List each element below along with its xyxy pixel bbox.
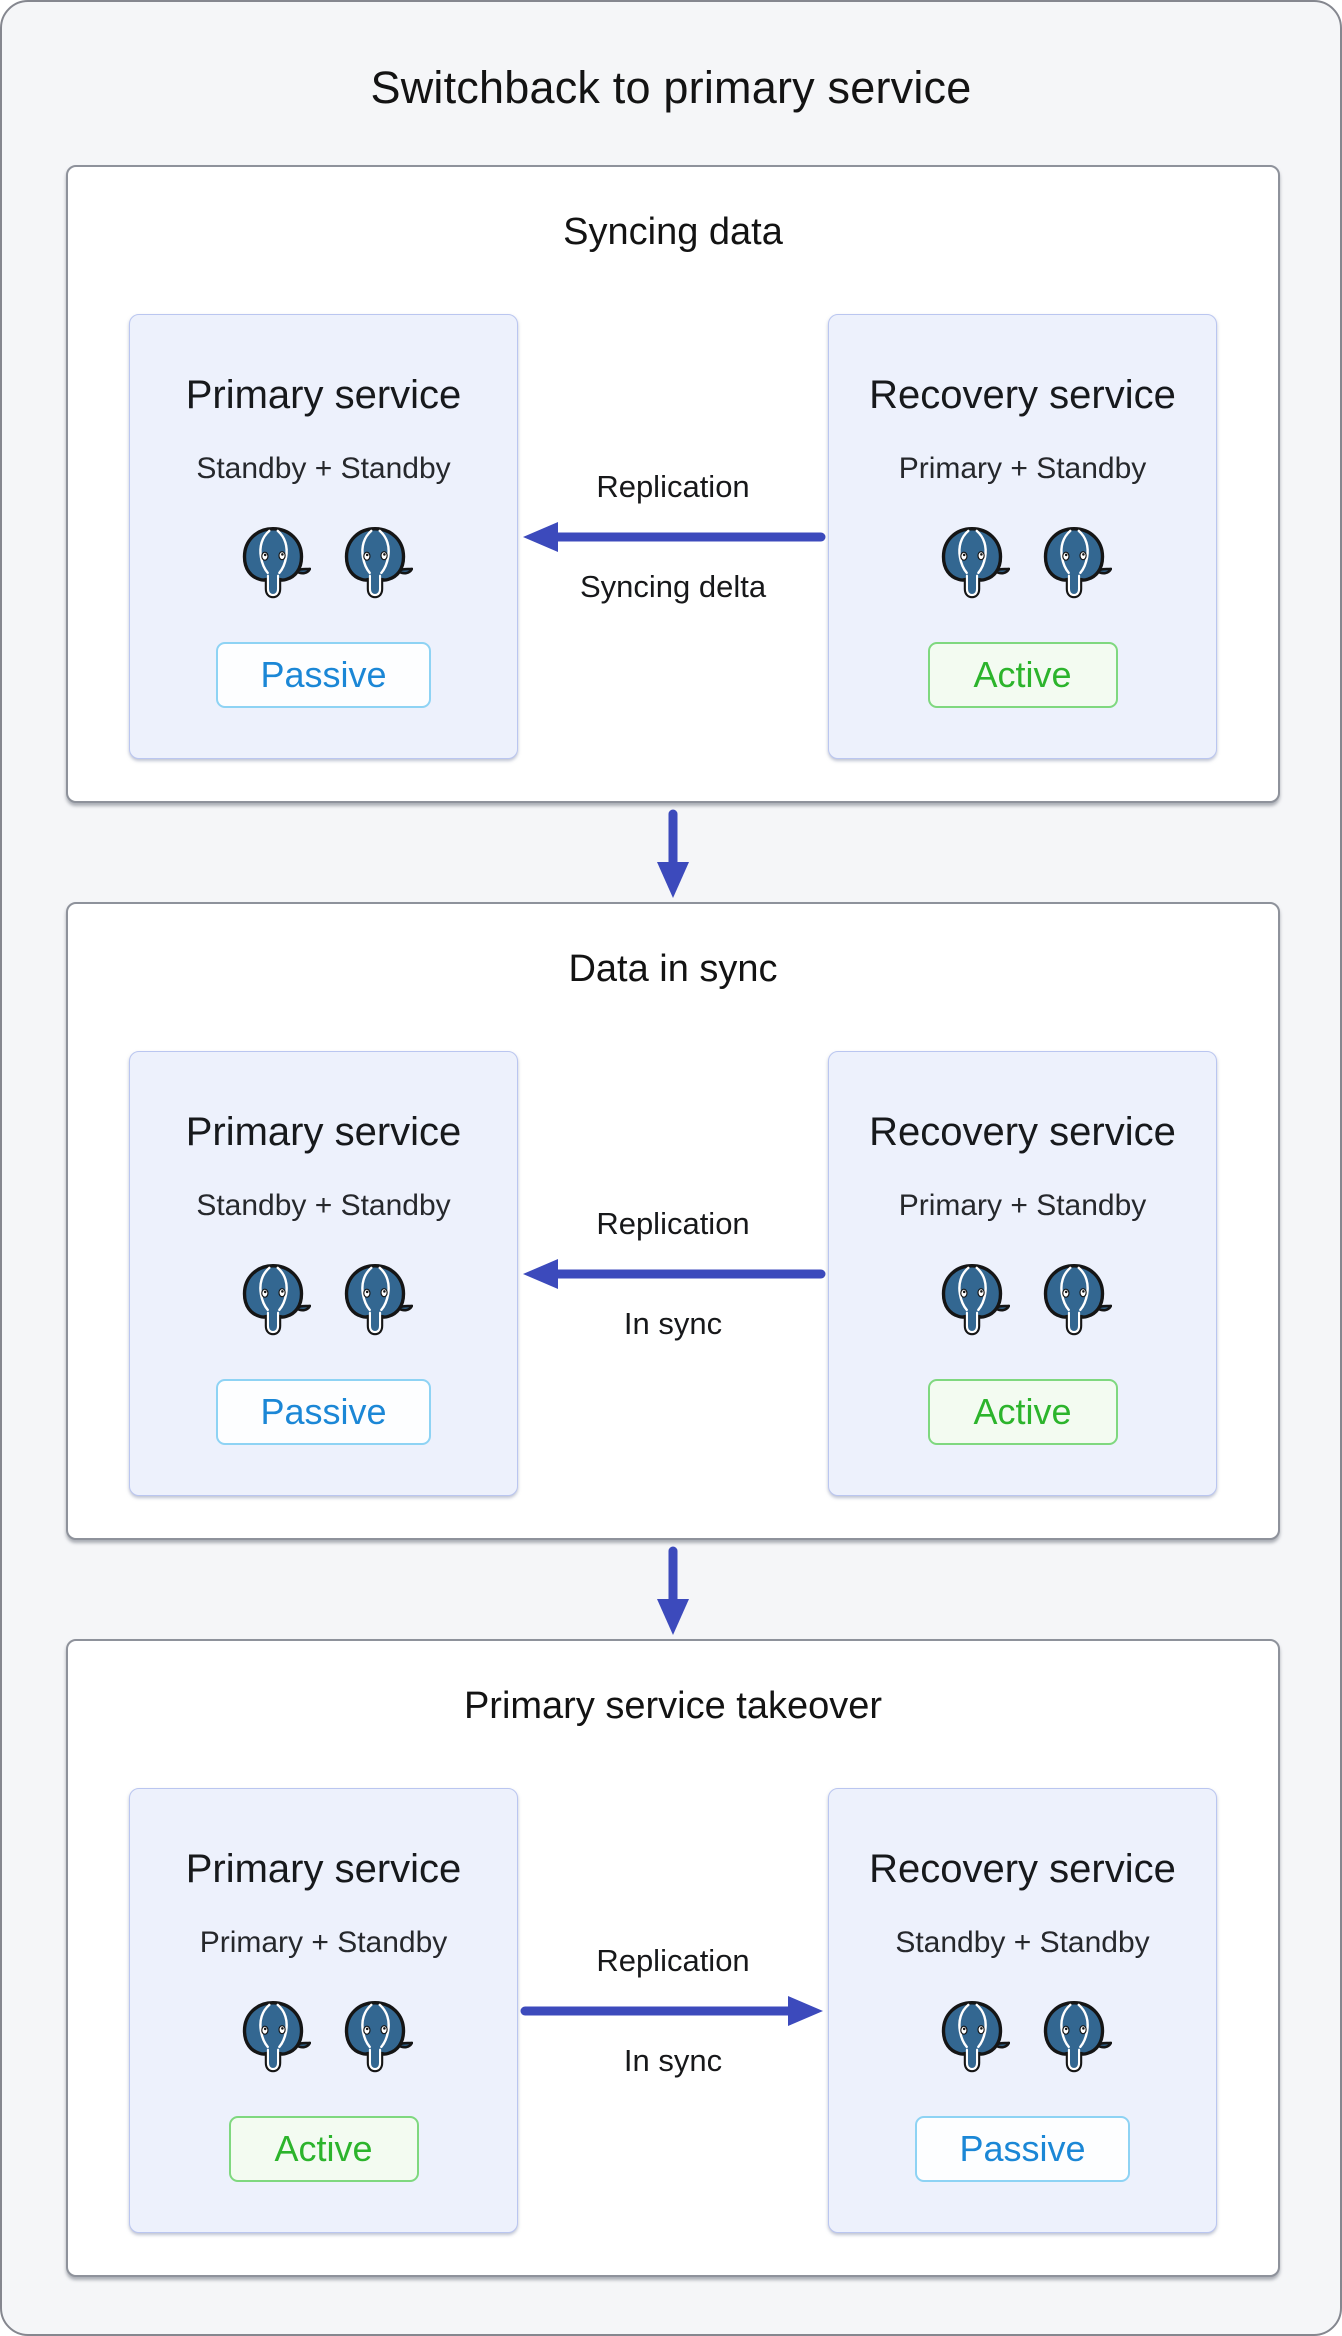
recovery-service-box: Recovery service Primary + Standby Activ…: [828, 1051, 1217, 1496]
replication-arrow-icon: [518, 521, 828, 553]
postgresql-elephant-icon: [242, 1264, 311, 1336]
postgresql-elephant-icon: [941, 2001, 1010, 2073]
database-icons: [934, 1998, 1112, 2074]
service-subtitle: Standby + Standby: [196, 452, 451, 485]
next-stage-arrow-icon: [656, 1545, 690, 1637]
postgresql-elephant-icon: [344, 527, 413, 599]
service-title: Recovery service: [869, 373, 1176, 417]
postgresql-elephant-icon: [1043, 2001, 1112, 2073]
primary-service-box: Primary service Primary + Standby Active: [129, 1788, 518, 2233]
database-icons: [934, 1261, 1112, 1337]
database-icons: [235, 524, 413, 600]
recovery-service-box: Recovery service Primary + Standby Activ…: [828, 314, 1217, 759]
service-subtitle: Standby + Standby: [196, 1189, 451, 1222]
database-icons: [235, 1261, 413, 1337]
primary-service-box: Primary service Standby + Standby Passiv…: [129, 314, 518, 759]
service-title: Primary service: [185, 1847, 462, 1891]
service-title: Recovery service: [869, 1847, 1176, 1891]
arrow-label-top: Replication: [596, 1205, 750, 1241]
stage-panel-syncing-data: Syncing data Primary service Standby + S…: [66, 165, 1280, 803]
service-subtitle: Standby + Standby: [895, 1926, 1150, 1959]
postgresql-elephant-icon: [344, 1264, 413, 1336]
service-title: Recovery service: [869, 1110, 1176, 1154]
postgresql-elephant-icon: [242, 2001, 311, 2073]
service-subtitle: Primary + Standby: [199, 1926, 448, 1959]
stage-panel-primary-takeover: Primary service takeover Primary service…: [66, 1639, 1280, 2277]
database-icons: [235, 1998, 413, 2074]
stage-panel-data-in-sync: Data in sync Primary service Standby + S…: [66, 902, 1280, 1540]
replication-arrow-icon: [518, 1258, 828, 1290]
next-stage-arrow-icon: [656, 808, 690, 900]
postgresql-elephant-icon: [1043, 1264, 1112, 1336]
status-badge: Active: [228, 2116, 419, 2182]
arrow-label-bottom: In sync: [623, 2042, 723, 2078]
postgresql-elephant-icon: [344, 2001, 413, 2073]
status-badge: Passive: [216, 1379, 431, 1445]
arrow-label-bottom: In sync: [623, 1305, 723, 1341]
service-subtitle: Primary + Standby: [898, 1189, 1147, 1222]
postgresql-elephant-icon: [941, 1264, 1010, 1336]
primary-service-box: Primary service Standby + Standby Passiv…: [129, 1051, 518, 1496]
replication-arrow-group: Replication Syncing delta: [518, 314, 828, 759]
replication-arrow-group: Replication In sync: [518, 1051, 828, 1496]
stage-header: Primary service takeover: [463, 1685, 883, 1727]
status-badge: Active: [927, 1379, 1118, 1445]
recovery-service-box: Recovery service Standby + Standby Passi…: [828, 1788, 1217, 2233]
replication-arrow-icon: [518, 1995, 828, 2027]
postgresql-elephant-icon: [242, 527, 311, 599]
stage-header: Data in sync: [568, 948, 778, 990]
service-title: Primary service: [185, 1110, 462, 1154]
arrow-label-top: Replication: [596, 468, 750, 504]
service-title: Primary service: [185, 373, 462, 417]
diagram-title: Switchback to primary service: [370, 62, 972, 113]
postgresql-elephant-icon: [1043, 527, 1112, 599]
database-icons: [934, 524, 1112, 600]
arrow-label-top: Replication: [596, 1942, 750, 1978]
status-badge: Passive: [216, 642, 431, 708]
status-badge: Active: [927, 642, 1118, 708]
replication-arrow-group: Replication In sync: [518, 1788, 828, 2233]
arrow-label-bottom: Syncing delta: [579, 568, 767, 604]
status-badge: Passive: [915, 2116, 1130, 2182]
stage-header: Syncing data: [563, 211, 783, 253]
service-subtitle: Primary + Standby: [898, 452, 1147, 485]
postgresql-elephant-icon: [941, 527, 1010, 599]
